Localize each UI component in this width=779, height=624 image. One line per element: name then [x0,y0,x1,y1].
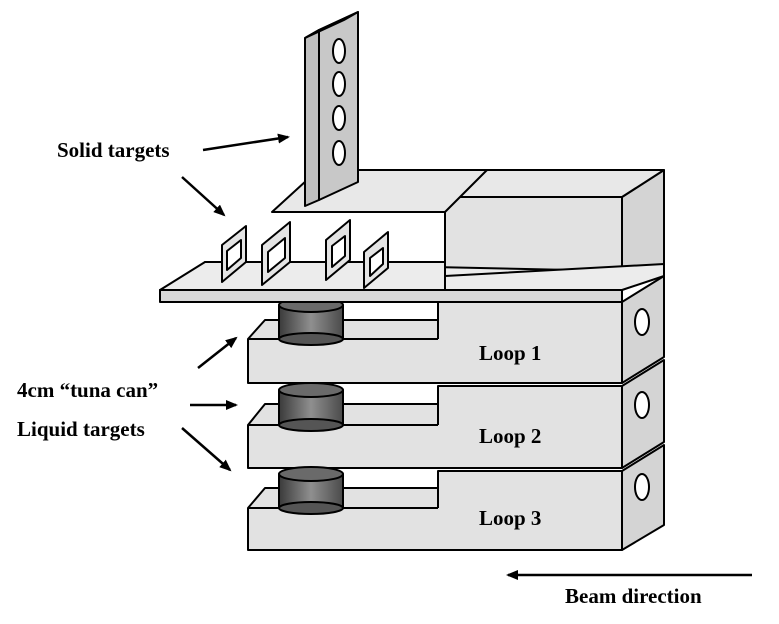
label-solid-targets: Solid targets [57,138,170,162]
annotation-arrows [181,133,752,580]
label-liquid-targets: Liquid targets [17,417,145,441]
arrow-tuna-can-3 [181,427,232,472]
label-loop-3: Loop 3 [479,506,541,530]
port-hole-3 [634,473,650,501]
tuna-can-3 [278,466,344,515]
arrow-solid-to-frames [181,176,226,217]
port-hole-1 [634,308,650,336]
side-panel [621,169,665,551]
label-loop-2: Loop 2 [479,424,541,448]
vertical-target-ladder [304,11,359,207]
port-hole-2 [634,391,650,419]
solid-target-frames [221,219,389,289]
label-beam-direction: Beam direction [565,584,702,608]
target-frame-4 [363,231,389,289]
target-frame-1 [221,225,247,283]
label-loop-1: Loop 1 [479,341,541,365]
arrow-tuna-can-1 [197,336,238,369]
target-frame-3 [325,219,351,281]
label-tuna-can: 4cm “tuna can” [17,378,158,402]
tuna-cans [278,297,344,515]
tuna-can-2 [278,382,344,432]
target-frame-2 [261,221,291,286]
solid-target-plate [159,261,665,303]
arrow-solid-to-ladder [202,133,290,152]
tuna-can-1 [278,297,344,346]
